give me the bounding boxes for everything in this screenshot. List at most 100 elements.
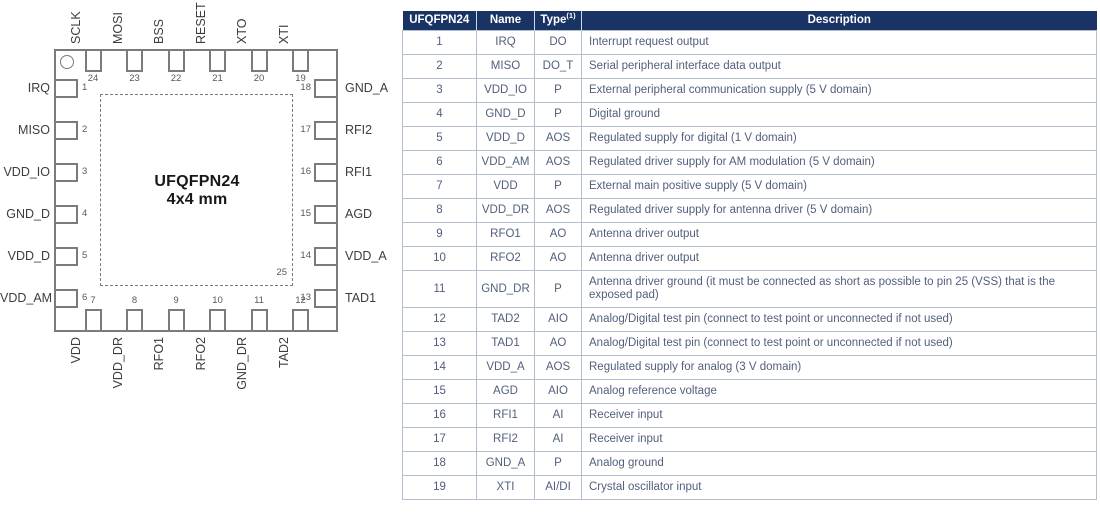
cell-pin: 2: [402, 54, 477, 79]
pin-label-sclk: SCLK: [69, 11, 83, 44]
pin-label-vdd-d: VDD_D: [7, 249, 50, 263]
pin-number-12: 12: [295, 295, 306, 306]
cell-pin: 1: [402, 30, 477, 55]
pin-label-rfi2: RFI2: [345, 123, 373, 137]
cell-pin: 13: [402, 331, 477, 356]
cell-name: IRQ: [476, 30, 535, 55]
pin-number-22: 22: [170, 73, 182, 84]
pin1-index-marker-icon: [60, 55, 74, 69]
package-size: 4x4 mm: [166, 191, 228, 208]
cell-type: AIO: [534, 379, 582, 404]
cell-description: Regulated driver supply for antenna driv…: [581, 198, 1097, 223]
package-name: UFQFPN24: [154, 173, 240, 190]
pin-pad-xto: [250, 49, 268, 72]
pin-number-24: 24: [87, 73, 99, 84]
pin-pad-rfi1: [314, 163, 338, 182]
pin-number-10: 10: [212, 295, 223, 306]
cell-description: Antenna driver ground (it must be connec…: [581, 270, 1097, 308]
cell-name: TAD2: [476, 307, 535, 332]
cell-type: P: [534, 78, 582, 103]
cell-type: DO: [534, 30, 582, 55]
pin-pad-xti: [292, 49, 309, 72]
cell-type: P: [534, 102, 582, 127]
pin-number-6: 6: [82, 292, 88, 303]
cell-type: AIO: [534, 307, 582, 332]
pin-label-vdd-io: VDD_IO: [3, 165, 50, 179]
pin-pad-bss: [167, 49, 185, 72]
column-header-name: Name: [476, 11, 535, 31]
cell-name: GND_A: [476, 451, 535, 476]
cell-name: GND_D: [476, 102, 535, 127]
cell-name: GND_DR: [476, 270, 535, 308]
cell-pin: 4: [402, 102, 477, 127]
pin-label-mosi: MOSI: [110, 12, 125, 44]
cell-description: Serial peripheral interface data output: [581, 54, 1097, 79]
cell-pin: 19: [402, 475, 477, 500]
pin-label-xti: XTI: [276, 24, 291, 44]
pin-number-8: 8: [131, 295, 138, 306]
pin-label-vdd-am: VDD_AM: [0, 291, 53, 305]
cell-type: AOS: [534, 126, 582, 151]
cell-description: Digital ground: [581, 102, 1097, 127]
pin-number-4: 4: [82, 208, 88, 219]
cell-description: Analog ground: [581, 451, 1097, 476]
cell-description: Receiver input: [581, 427, 1097, 452]
pin-pad-gnd-a: [314, 79, 338, 98]
pin-label-irq: IRQ: [27, 81, 50, 95]
cell-name: VDD_D: [476, 126, 535, 151]
cell-description: Regulated driver supply for AM modulatio…: [581, 150, 1097, 175]
pin-number-20: 20: [253, 73, 265, 84]
pin-pad-vdd-io: [54, 163, 78, 182]
pin-label-rfo2: RFO2: [193, 337, 208, 371]
column-header-description: Description: [581, 11, 1097, 31]
cell-pin: 7: [402, 174, 477, 199]
cell-name: VDD_DR: [476, 198, 535, 223]
pin-label-agd: AGD: [345, 207, 373, 221]
exposed-pad-number: 25: [276, 267, 287, 278]
pin-pad-gnd-dr: [250, 309, 268, 332]
pin-number-2: 2: [82, 124, 88, 135]
pin-pad-rfi2: [314, 121, 338, 140]
cell-type: AOS: [534, 198, 582, 223]
cell-name: RFI2: [476, 427, 535, 452]
pin-label-vdd-a: VDD_A: [345, 249, 387, 263]
pin-pad-agd: [314, 205, 338, 224]
pin-label-gnd-a: GND_A: [345, 81, 389, 95]
pin-number-11: 11: [254, 295, 264, 306]
pin-label-rfo1: RFO1: [152, 337, 166, 371]
cell-name: RFI1: [476, 403, 535, 428]
pin-number-17: 17: [300, 124, 311, 135]
cell-pin: 16: [402, 403, 477, 428]
pin-label-xto: XTO: [235, 18, 249, 44]
pin-pad-vdd-am: [54, 289, 78, 308]
cell-name: VDD: [476, 174, 535, 199]
pin-number-14: 14: [300, 250, 311, 261]
pin-label-rfi1: RFI1: [345, 165, 373, 179]
pin-pad-miso: [54, 121, 78, 140]
pin-label-vdd-dr: VDD_DR: [110, 337, 125, 389]
pin-label-gnd-dr: GND_DR: [235, 337, 249, 390]
cell-name: RFO1: [476, 222, 535, 247]
cell-pin: 11: [402, 270, 477, 308]
cell-type: AOS: [534, 150, 582, 175]
pin-pad-tad1: [314, 289, 338, 308]
cell-pin: 18: [402, 451, 477, 476]
cell-type: AOS: [534, 355, 582, 380]
cell-pin: 3: [402, 78, 477, 103]
cell-description: External main positive supply (5 V domai…: [581, 174, 1097, 199]
pin-pad-vdd-a: [314, 247, 338, 266]
pin-label-tad1: TAD1: [345, 291, 377, 305]
